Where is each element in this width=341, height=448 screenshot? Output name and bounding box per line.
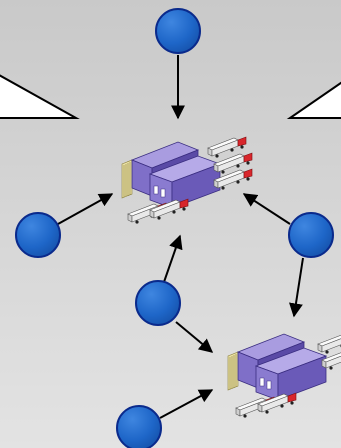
circle-node-icon [155,8,201,54]
arrow-right-to-lower-hub [289,257,304,318]
arrow-middle-to-lower-hub [175,321,214,353]
connector-arrows [57,55,304,419]
circle-node-icon [116,405,162,448]
right-triangle-pointer-icon [286,81,341,119]
arrow-bottom-to-lower-hub [159,389,214,419]
source-nodes [15,8,334,448]
circle-node-icon [15,212,61,258]
arrow-right-to-upper-hub [242,193,291,225]
circle-node-icon [288,212,334,258]
arrow-left-to-upper-hub [57,193,114,225]
circle-node-icon [135,280,181,326]
left-triangle-pointer-icon [0,74,80,119]
arrow-middle-to-upper-hub [163,234,183,283]
